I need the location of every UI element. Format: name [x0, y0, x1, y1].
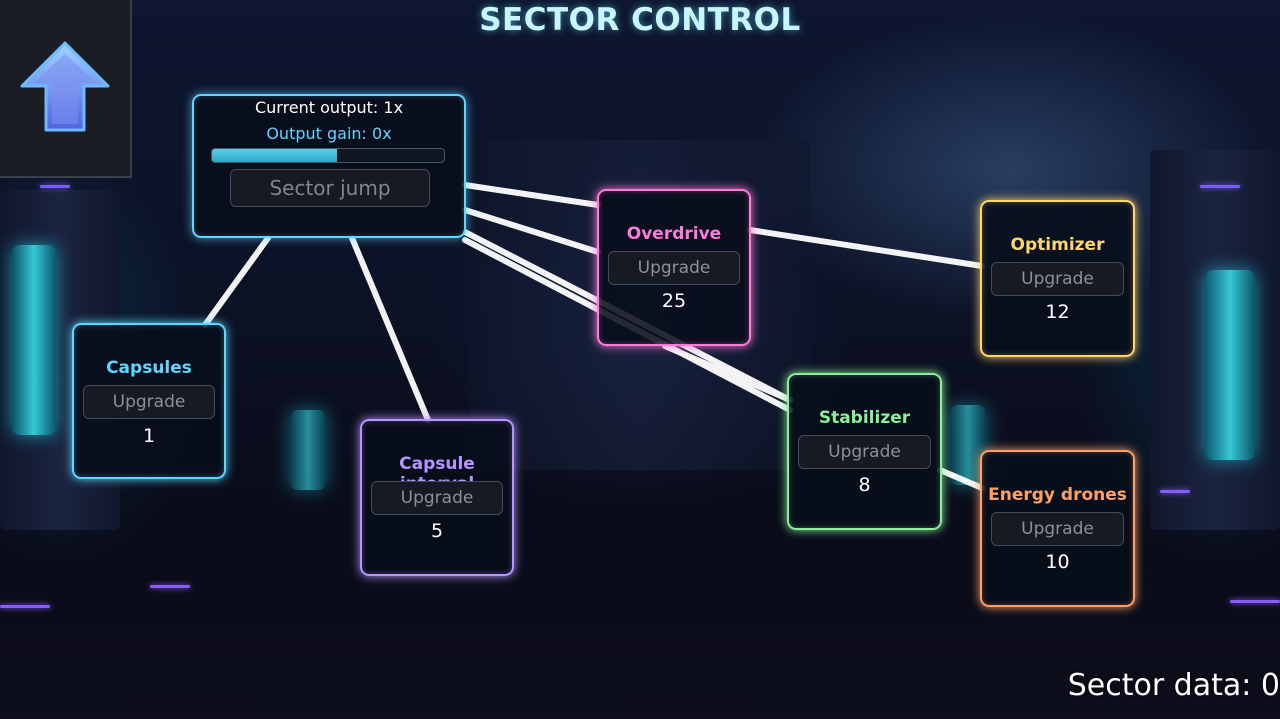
- node-name: Stabilizer: [818, 408, 911, 428]
- output-gain-label: Output gain: 0x: [266, 124, 392, 143]
- page-title: SECTOR CONTROL: [479, 2, 801, 38]
- floor-light: [0, 605, 50, 608]
- floor-light: [1160, 490, 1190, 493]
- node-name: Energy drones: [988, 485, 1127, 505]
- upgrade-button-energy-drones[interactable]: Upgrade: [991, 512, 1124, 546]
- floor-light: [150, 585, 190, 588]
- upgrade-node-energy-drones: Energy drones Upgrade 10: [980, 450, 1135, 607]
- upgrade-node-capsules: Capsules Upgrade 1: [72, 323, 226, 479]
- link-main-overdrive-b: [462, 207, 601, 255]
- upgrade-node-capsule-interval: Capsule interval Upgrade 5: [360, 419, 514, 576]
- upgrade-node-optimizer: Optimizer Upgrade 12: [980, 200, 1135, 357]
- link-main-capsules: [202, 235, 271, 328]
- right-tube: [1205, 270, 1255, 460]
- upgrade-node-stabilizer: Stabilizer Upgrade 8: [787, 373, 942, 530]
- node-cost: 25: [661, 290, 687, 312]
- link-main-capsule-interval: [349, 235, 431, 423]
- node-name: Overdrive: [626, 224, 722, 244]
- output-progress-bar: [211, 148, 445, 163]
- node-cost: 5: [430, 520, 444, 542]
- left-tube: [12, 245, 56, 435]
- node-name: Optimizer: [1010, 235, 1105, 255]
- upgrade-button-overdrive[interactable]: Upgrade: [608, 251, 740, 285]
- upgrade-button-optimizer[interactable]: Upgrade: [991, 262, 1124, 296]
- node-cost: 1: [142, 425, 156, 447]
- mid-left-tube: [290, 410, 326, 490]
- back-button[interactable]: [0, 0, 132, 178]
- current-output-label: Current output: 1x: [254, 98, 404, 117]
- sector-jump-button[interactable]: Sector jump: [230, 169, 430, 207]
- link-stabilizer-energy-drones: [937, 467, 985, 491]
- wall-light: [40, 185, 70, 188]
- output-panel: Current output: 1x Output gain: 0x Secto…: [192, 94, 466, 238]
- sector-data-counter: Sector data: 0: [1067, 668, 1280, 703]
- upgrade-button-capsules[interactable]: Upgrade: [83, 385, 215, 419]
- upgrade-button-capsule-interval[interactable]: Upgrade: [371, 481, 503, 515]
- wall-light: [1200, 185, 1240, 188]
- link-overdrive-optimizer: [747, 227, 985, 269]
- node-cost: 8: [858, 474, 871, 496]
- node-name: Capsules: [106, 358, 192, 378]
- output-progress-fill: [212, 149, 338, 162]
- upgrade-node-overdrive: Overdrive Upgrade 25: [597, 189, 751, 346]
- node-cost: 12: [1045, 301, 1070, 323]
- link-main-overdrive-a: [462, 182, 601, 208]
- node-cost: 10: [1045, 551, 1070, 573]
- link-overdrive-stabilizer: [662, 343, 793, 403]
- up-arrow-icon: [20, 41, 110, 132]
- upgrade-button-stabilizer[interactable]: Upgrade: [798, 435, 931, 469]
- floor-light: [1230, 600, 1280, 603]
